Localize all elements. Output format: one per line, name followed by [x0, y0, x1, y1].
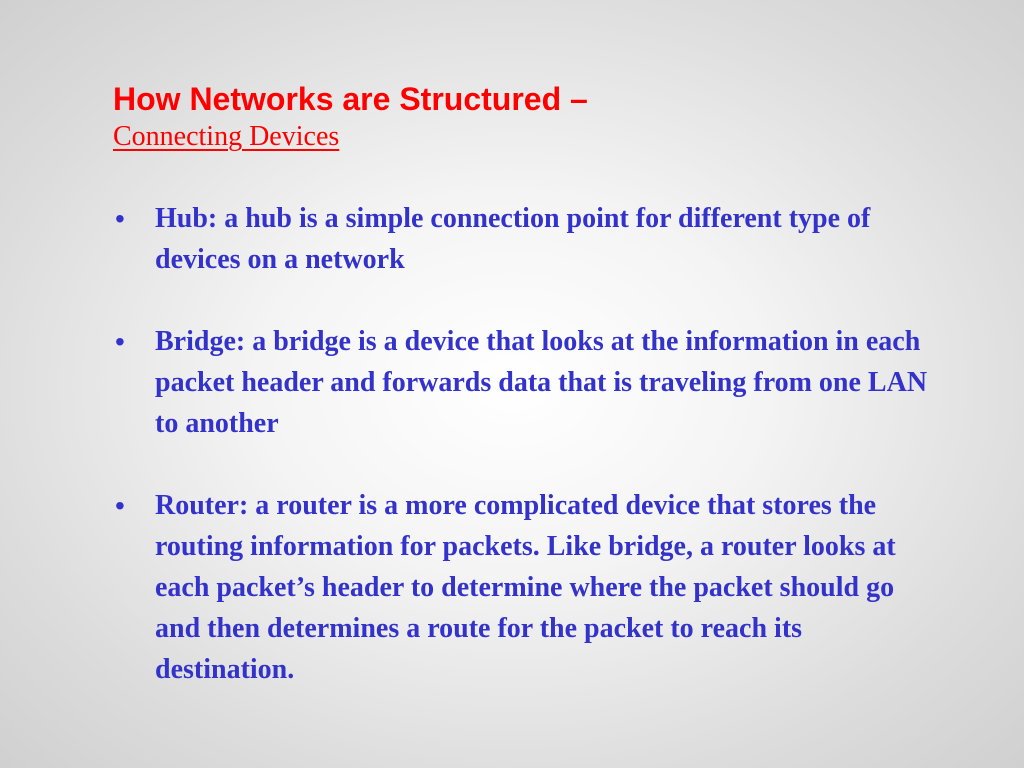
bullet-icon: •: [115, 490, 125, 521]
bullet-text-bridge: Bridge: a bridge is a device that looks …: [155, 326, 928, 439]
bullet-item-router: • Router: a router is a more complicated…: [113, 485, 943, 690]
bullet-item-bridge: • Bridge: a bridge is a device that look…: [113, 321, 943, 444]
bullet-text-router: Router: a router is a more complicated d…: [155, 490, 896, 685]
bullet-icon: •: [115, 326, 125, 357]
slide-title-block: How Networks are Structured – Connecting…: [113, 80, 953, 152]
slide-title: How Networks are Structured –: [113, 81, 588, 117]
bullet-list: • Hub: a hub is a simple connection poin…: [113, 198, 943, 690]
bullet-text-hub: Hub: a hub is a simple connection point …: [155, 203, 871, 275]
bullet-icon: •: [115, 203, 125, 234]
bullet-item-hub: • Hub: a hub is a simple connection poin…: [113, 198, 943, 280]
slide-subtitle: Connecting Devices: [113, 121, 340, 152]
